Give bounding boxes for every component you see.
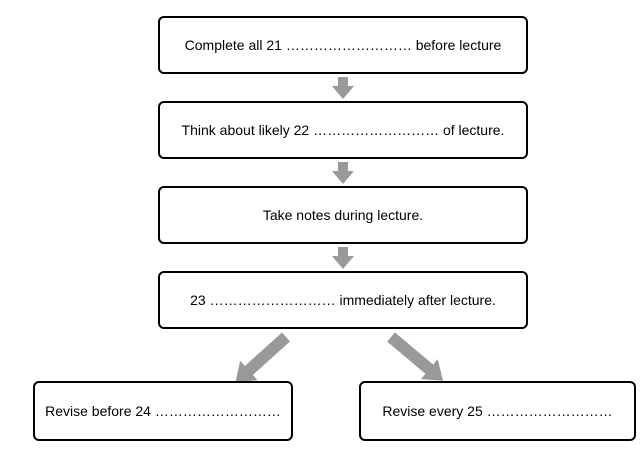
- step-text: Revise every 25 ………………………: [382, 403, 613, 419]
- step-box-revise-before: Revise before 24 ………………………: [33, 381, 293, 441]
- step-text: Take notes during lecture.: [262, 207, 424, 223]
- step-box-revise-every: Revise every 25 ………………………: [359, 381, 636, 441]
- step-box-take-notes: Take notes during lecture.: [158, 186, 528, 244]
- arrow-down-2: [332, 162, 354, 184]
- step-box-think-about: Think about likely 22 ……………………… of lectu…: [158, 101, 528, 159]
- arrow-diagonal-right: [387, 332, 444, 381]
- arrow-down-3: [332, 247, 354, 269]
- step-box-after-lecture: 23 ……………………… immediately after lecture.: [158, 271, 528, 329]
- step-text: 23 ……………………… immediately after lecture.: [190, 292, 496, 308]
- step-text: Think about likely 22 ……………………… of lectu…: [181, 122, 505, 138]
- step-box-complete-reading: Complete all 21 ……………………… before lecture: [158, 16, 528, 74]
- step-text: Complete all 21 ……………………… before lecture: [184, 37, 502, 53]
- arrow-down-1: [332, 77, 354, 99]
- step-text: Revise before 24 ………………………: [45, 403, 281, 419]
- arrow-diagonal-left: [235, 332, 291, 383]
